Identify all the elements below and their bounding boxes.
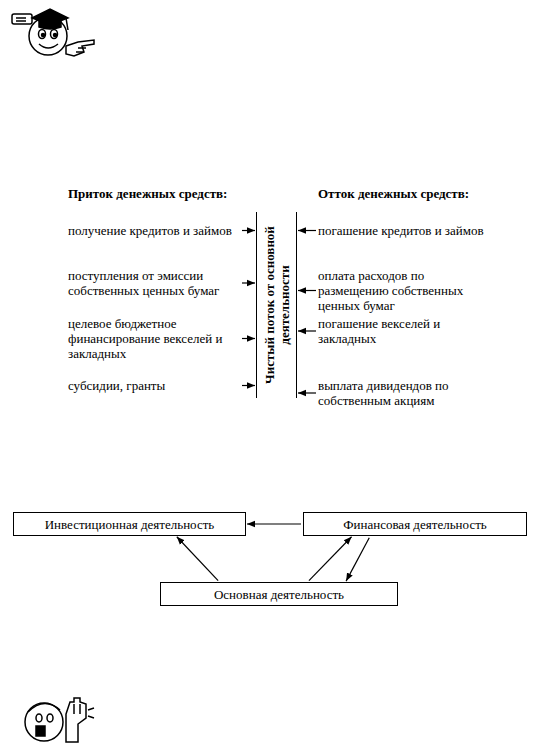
eye — [39, 30, 46, 39]
item-text: погашение векселей и закладных — [318, 316, 488, 346]
inflow-item: поступления от эмиссии собственных ценны… — [68, 268, 240, 298]
speaker-icon — [8, 684, 98, 746]
item-text: субсидии, гранты — [68, 378, 240, 393]
smile — [39, 44, 58, 48]
tag-mark — [16, 20, 26, 22]
flow-arrow — [309, 537, 352, 581]
item-text: оплата расходов по размещению собственны… — [318, 268, 488, 313]
pupil — [42, 34, 45, 37]
outflow-item: оплата расходов по размещению собственны… — [318, 268, 488, 313]
hair — [28, 703, 60, 712]
outflow-item: погашение кредитов и займов — [318, 223, 488, 238]
outflow-item: выплата дивидендов по собственным акциям — [318, 378, 488, 408]
item-text: получение кредитов и займов — [68, 223, 240, 238]
flow-arrow — [346, 538, 369, 581]
activity-box: Инвестиционная деятельность — [13, 512, 246, 536]
box-label: Инвестиционная деятельность — [45, 517, 215, 532]
inflow-item: получение кредитов и займов — [68, 223, 240, 238]
pointing-hand — [66, 40, 94, 56]
net-flow-band: Чистый поток от основной деятельности — [256, 212, 297, 398]
flow-arrow — [242, 282, 255, 283]
activity-box: Основная деятельность — [160, 582, 398, 606]
open-mouth — [36, 726, 45, 736]
item-text: поступления от эмиссии собственных ценны… — [68, 268, 240, 298]
cap-band — [39, 21, 61, 29]
eye — [51, 30, 58, 39]
flow-arrow — [298, 290, 316, 291]
raised-hand — [66, 698, 86, 742]
cap-tassel — [66, 18, 68, 30]
flow-arrow — [242, 230, 255, 231]
finger-line — [79, 704, 81, 714]
finger-line — [73, 704, 75, 714]
inflow-item: субсидии, гранты — [68, 378, 240, 393]
finger-line — [76, 51, 84, 53]
column-heading: Приток денежных средств: — [68, 186, 227, 201]
flow-arrow — [298, 392, 316, 393]
flow-arrow — [242, 385, 255, 386]
tag-mark — [16, 17, 26, 19]
finger-line — [78, 47, 86, 49]
flow-arrow — [177, 537, 218, 581]
item-text: выплата дивидендов по собственным акциям — [318, 378, 488, 408]
face — [25, 703, 63, 741]
outflow-item: погашение векселей и закладных — [318, 316, 488, 346]
flow-arrow — [298, 230, 316, 231]
box-label: Основная деятельность — [214, 587, 344, 602]
pupil — [54, 34, 57, 37]
item-text: погашение кредитов и займов — [318, 223, 488, 238]
tag-shape — [12, 14, 32, 24]
eye — [47, 714, 53, 722]
column-heading: Отток денежных средств: — [318, 186, 469, 201]
band-title: Чистый поток от основной деятельности — [262, 216, 292, 394]
inflow-item: целевое бюджетное финансирование векселе… — [68, 316, 240, 361]
flow-arrow — [242, 338, 255, 339]
box-label: Финансовая деятельность — [343, 517, 487, 532]
motion-mark — [88, 708, 94, 718]
face — [29, 17, 67, 55]
student-icon — [8, 0, 98, 62]
activity-box: Финансовая деятельность — [303, 512, 527, 536]
item-text: целевое бюджетное финансирование векселе… — [68, 316, 240, 361]
flow-arrow — [247, 523, 301, 524]
flow-arrow — [298, 330, 316, 331]
eye — [36, 714, 42, 722]
